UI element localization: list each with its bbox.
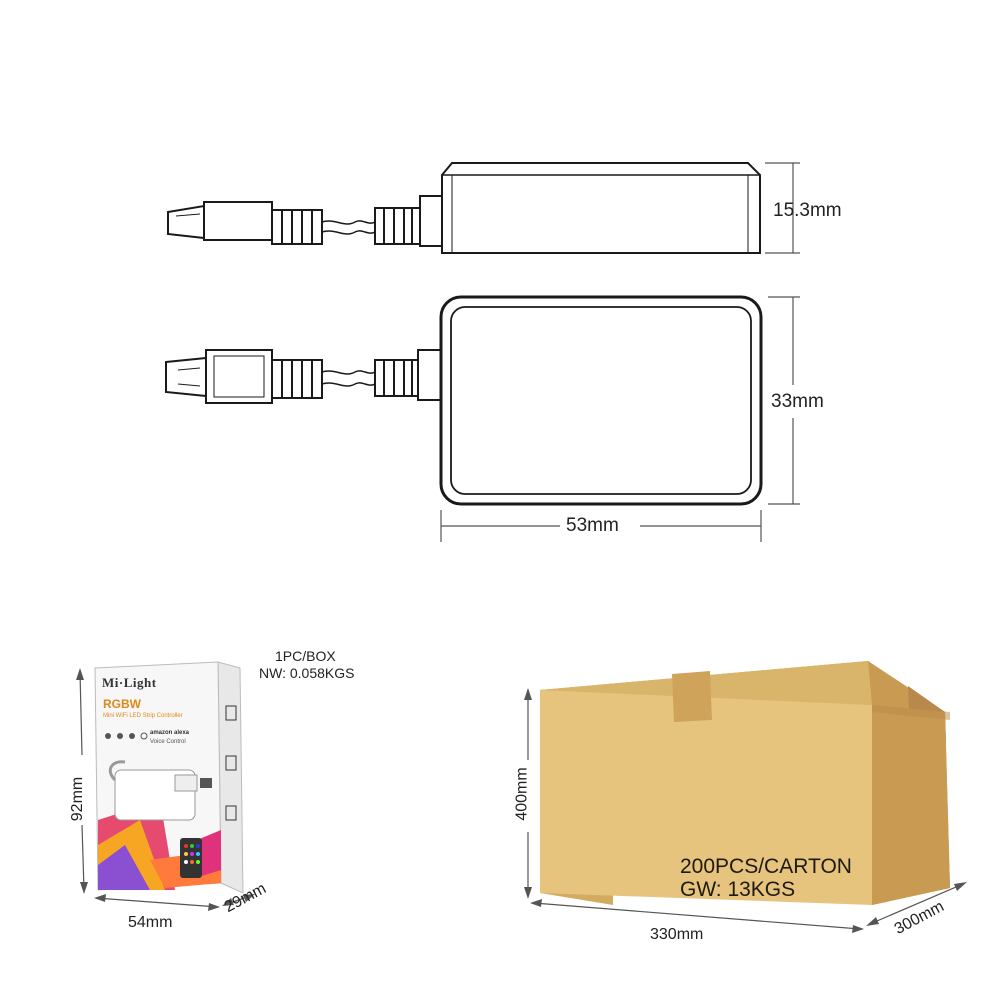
dim-width-label: 33mm	[771, 391, 824, 412]
carton-width-label: 330mm	[650, 926, 704, 943]
side-view-plug-tip	[167, 204, 205, 240]
side-view-plug-grip	[271, 209, 323, 245]
carton-front	[540, 690, 872, 905]
carton-qty: 200PCS/CARTON	[680, 855, 852, 878]
dim-height-label: 15.3mm	[773, 200, 842, 221]
dim-height-lines	[765, 162, 800, 254]
dim-length-label: 53mm	[566, 515, 619, 536]
package-weight: NW: 0.058KGS	[259, 665, 355, 681]
top-view	[439, 295, 763, 506]
google-icon	[129, 733, 135, 739]
dim-length-lines	[440, 510, 762, 542]
carton-tape	[672, 671, 712, 722]
carton-weight: GW: 13KGS	[680, 878, 796, 901]
box-height-label: 92mm	[69, 776, 87, 822]
box-brand-logo: Mi·Light	[102, 675, 157, 690]
alexa-icon	[140, 732, 148, 740]
android-icon	[117, 733, 123, 739]
box-partner-logo: amazon alexa	[150, 730, 190, 736]
retail-box-side	[217, 661, 244, 894]
top-view-cable	[165, 349, 442, 404]
side-view-plug-body	[203, 201, 273, 241]
box-product-subtitle: Mini WiFi LED Strip Controller	[103, 713, 183, 719]
box-product-title: RGBW	[103, 697, 141, 711]
dim-width-lines	[768, 296, 800, 505]
side-view-cable-grip	[374, 207, 421, 245]
retail-box-remote	[180, 838, 202, 878]
top-view-body	[439, 295, 763, 506]
side-view-body	[441, 162, 761, 254]
carton-height-label: 400mm	[513, 767, 531, 821]
box-partner-sub: Voice Control	[150, 739, 186, 745]
box-width-label: 54mm	[128, 914, 173, 931]
carton-dim-lines	[524, 688, 967, 933]
side-view	[167, 162, 761, 254]
retail-box	[94, 661, 244, 894]
side-view-strain-relief	[419, 195, 443, 247]
side-view-cable	[321, 220, 376, 225]
carton	[540, 661, 950, 905]
box-dim-lines	[76, 668, 255, 911]
apple-icon	[105, 733, 111, 739]
package-qty: 1PC/BOX	[275, 648, 336, 664]
